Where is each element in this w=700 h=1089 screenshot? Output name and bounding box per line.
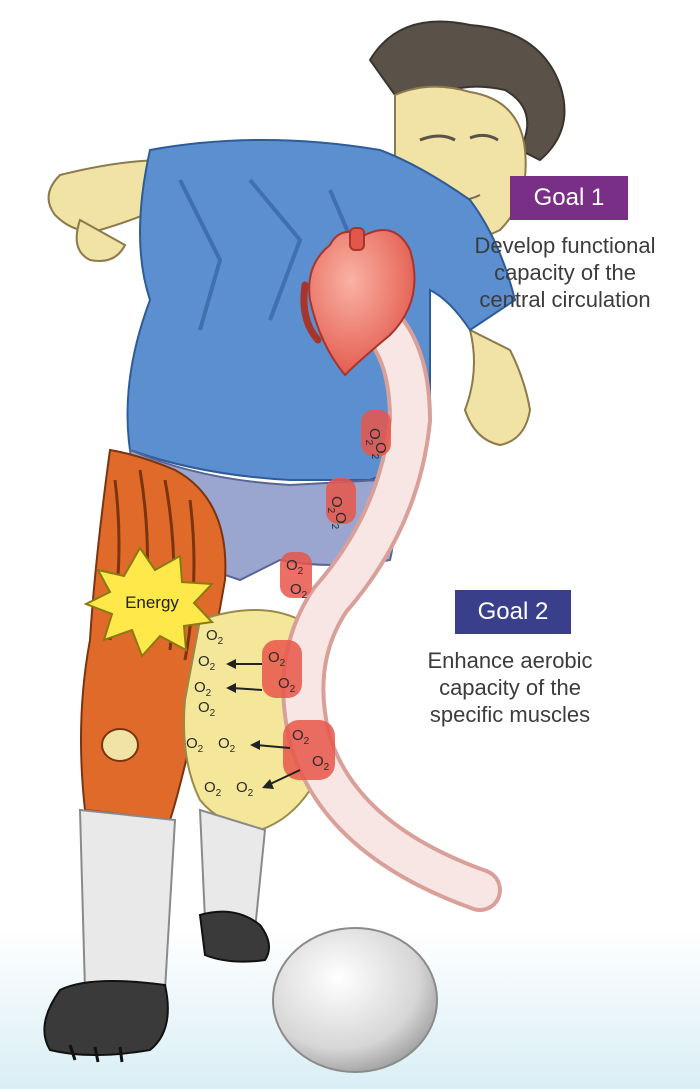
goal-1-badge: Goal 1 bbox=[510, 176, 628, 220]
goal-2-line: Enhance aerobic bbox=[385, 647, 635, 674]
goal-1-description: Develop functional capacity of the centr… bbox=[430, 232, 700, 313]
energy-label: Energy bbox=[125, 593, 179, 612]
goal-1-line: Develop functional bbox=[430, 232, 700, 259]
goal-2-line: capacity of the bbox=[385, 674, 635, 701]
goal-2-line: specific muscles bbox=[385, 701, 635, 728]
goal-2-badge: Goal 2 bbox=[455, 590, 571, 634]
soccer-ball-icon bbox=[273, 928, 437, 1072]
goal-1-line: central circulation bbox=[430, 286, 700, 313]
goal-1-line: capacity of the bbox=[430, 259, 700, 286]
goal-2-description: Enhance aerobic capacity of the specific… bbox=[385, 647, 635, 728]
